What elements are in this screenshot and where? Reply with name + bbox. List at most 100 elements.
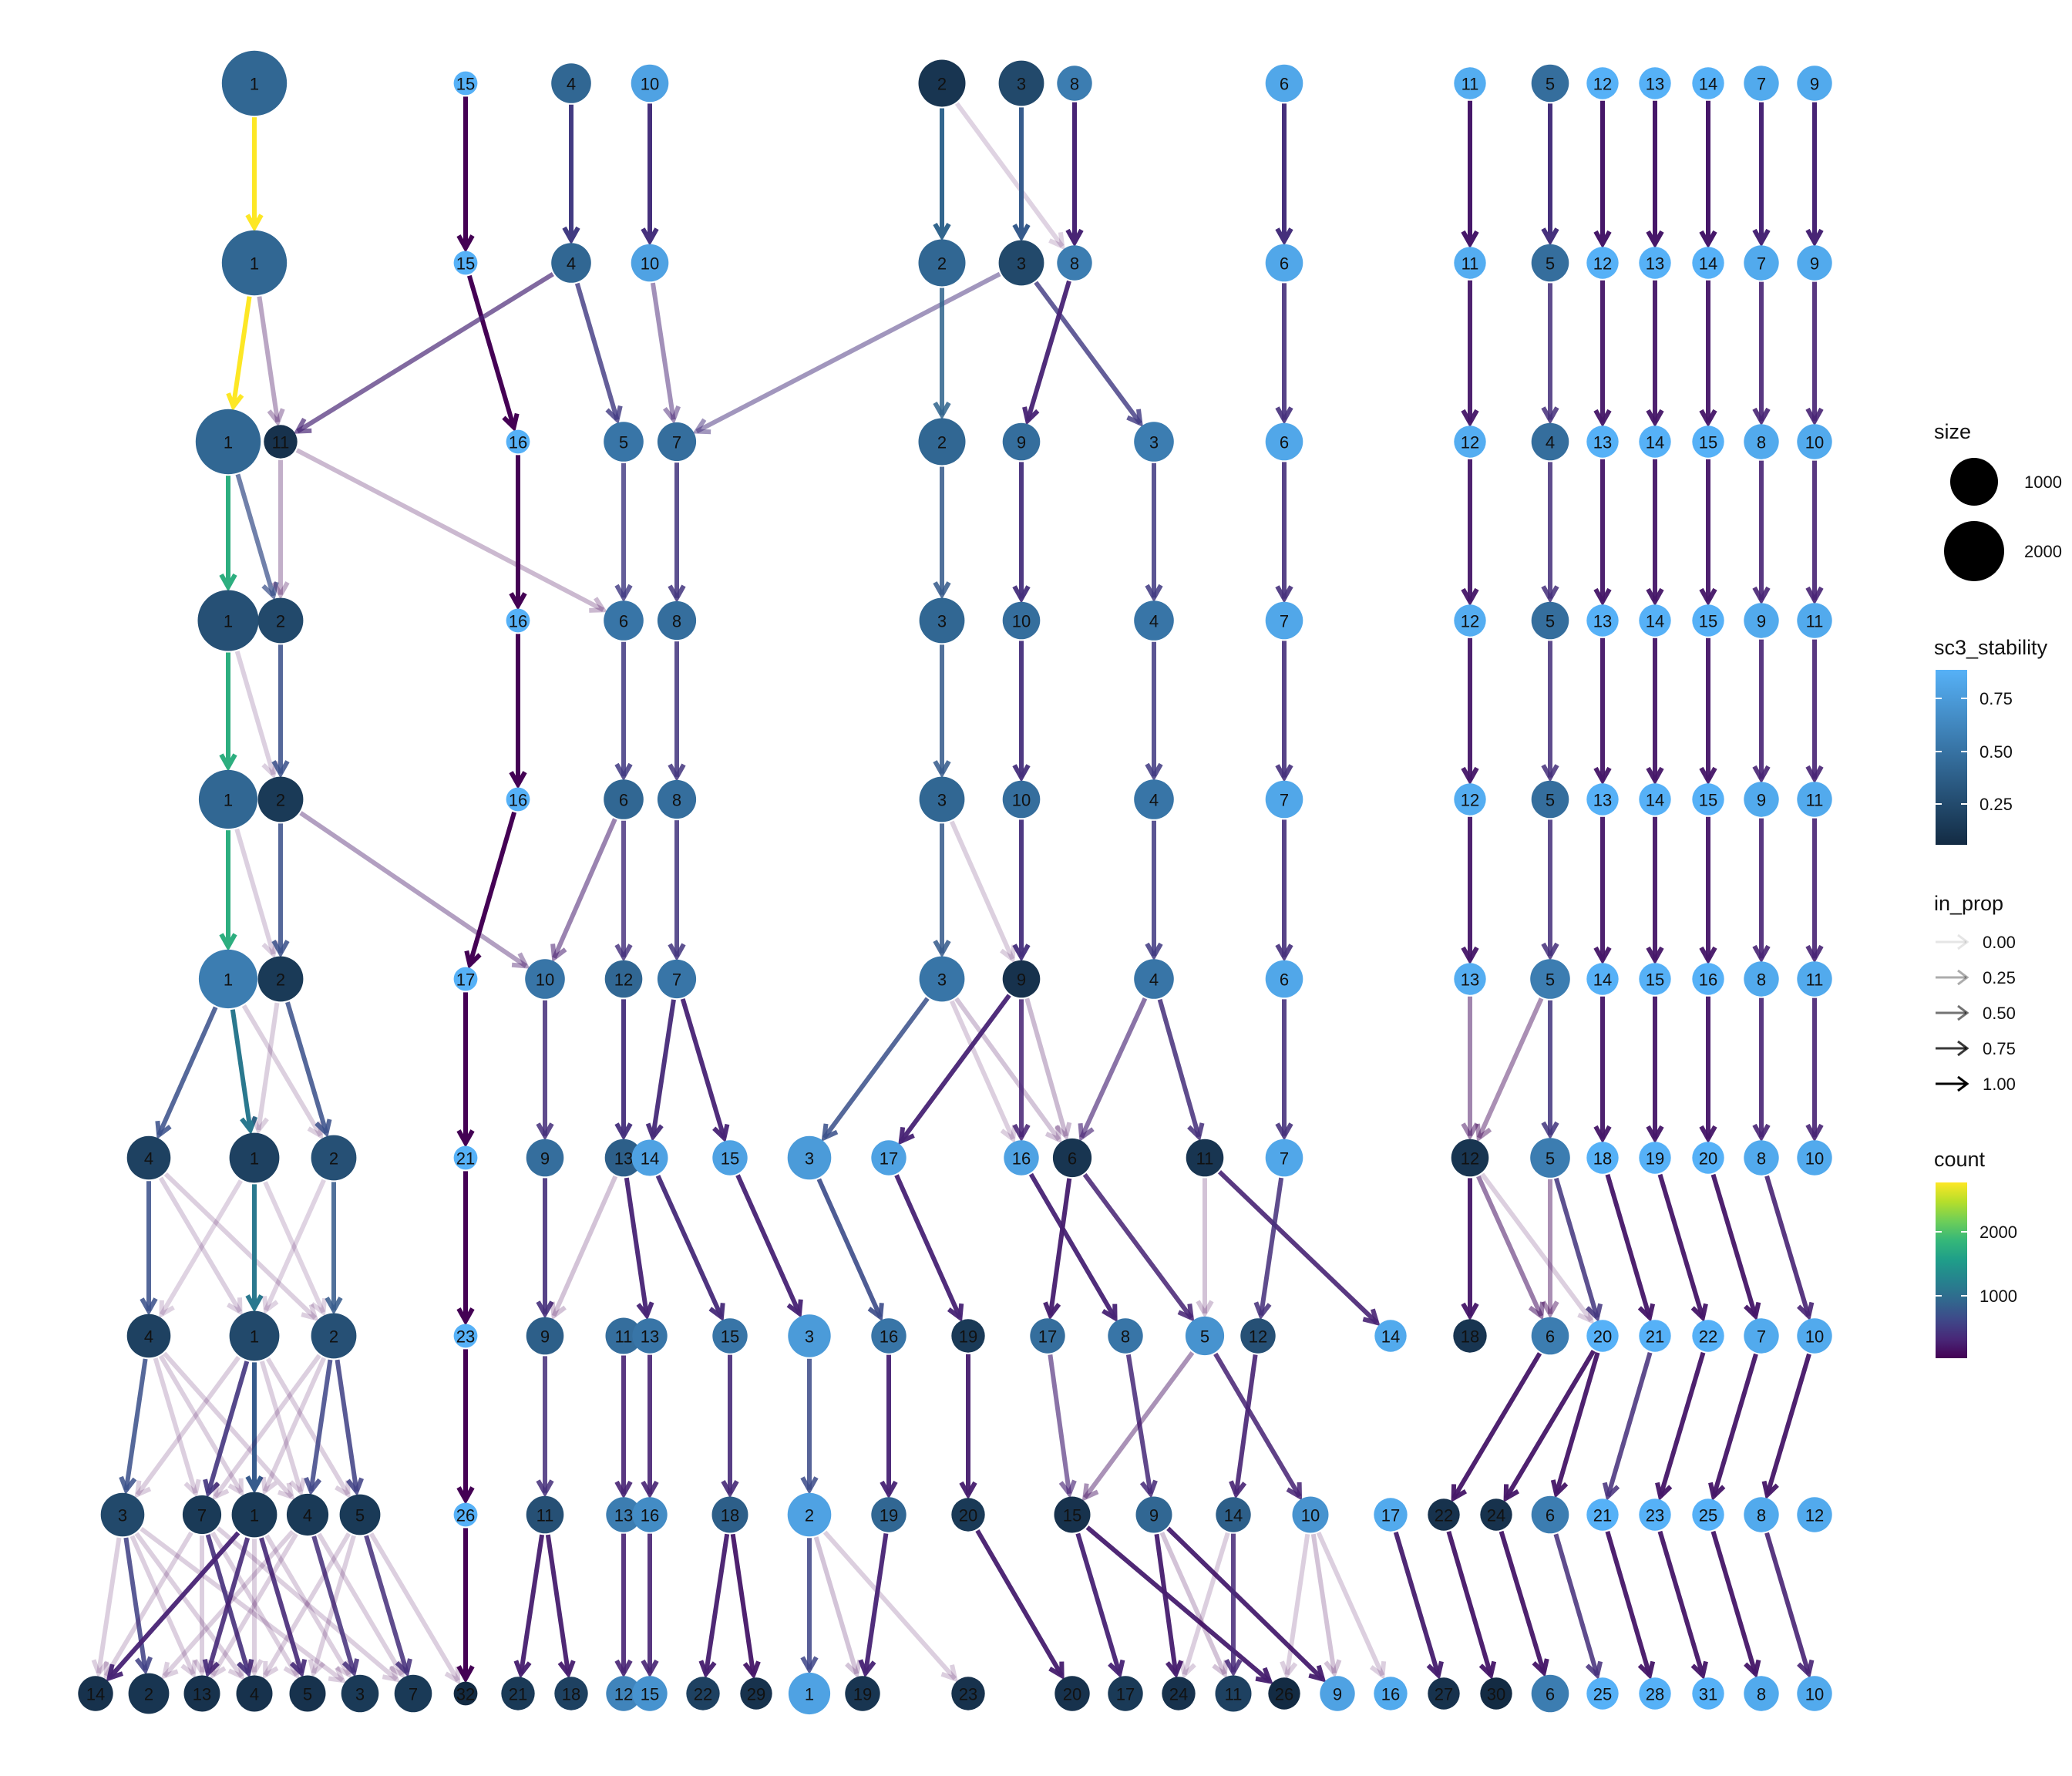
cluster-node: 5 bbox=[1531, 244, 1569, 282]
cluster-node-label: 2 bbox=[276, 612, 285, 631]
edge bbox=[1764, 1175, 1811, 1317]
cluster-node-circle bbox=[918, 239, 966, 287]
cluster-node-label: 2 bbox=[329, 1327, 338, 1347]
edge bbox=[467, 811, 517, 966]
cluster-node: 25 bbox=[1692, 1498, 1724, 1531]
edge-arrowhead bbox=[119, 1475, 137, 1495]
stability-tick-label: 0.25 bbox=[1980, 795, 2013, 814]
cluster-node: 2 bbox=[787, 1492, 832, 1537]
cluster-node-label: 6 bbox=[1546, 1327, 1555, 1347]
cluster-node-label: 10 bbox=[1805, 1327, 1824, 1347]
cluster-node-label: 19 bbox=[853, 1685, 872, 1704]
cluster-node-label: 13 bbox=[1646, 254, 1664, 274]
cluster-node-circle bbox=[453, 71, 478, 96]
cluster-node-label: 19 bbox=[1646, 1149, 1664, 1169]
edge-arrowhead bbox=[509, 592, 527, 610]
cluster-node: 2 bbox=[128, 1673, 170, 1714]
cluster-node-circle bbox=[1639, 426, 1671, 458]
cluster-node: 6 bbox=[1531, 1495, 1569, 1534]
edge bbox=[1284, 1533, 1310, 1675]
edge bbox=[263, 1532, 352, 1677]
cluster-node: 19 bbox=[951, 1319, 985, 1353]
edge-arrowhead bbox=[1196, 1300, 1214, 1319]
cluster-node-circle bbox=[453, 1324, 478, 1348]
edge-arrowhead bbox=[641, 227, 659, 246]
cluster-node-circle bbox=[1265, 960, 1303, 998]
cluster-node: 11 bbox=[1454, 67, 1486, 99]
edge-arrowhead bbox=[641, 1480, 659, 1499]
edge-arrowhead bbox=[614, 762, 633, 782]
cluster-node-circle bbox=[1531, 244, 1569, 282]
cluster-node: 12 bbox=[1240, 1318, 1276, 1354]
edge-arrowhead bbox=[1044, 1125, 1062, 1144]
edge-arrowhead bbox=[933, 402, 951, 420]
cluster-node-circle bbox=[1265, 1139, 1303, 1177]
edge-arrowhead bbox=[106, 1663, 124, 1682]
cluster-node: 13 bbox=[606, 1497, 641, 1532]
edge bbox=[1310, 1533, 1337, 1674]
cluster-node-circle bbox=[1240, 1318, 1276, 1354]
edge-arrowhead bbox=[933, 760, 951, 779]
cluster-node-label: 4 bbox=[144, 1149, 153, 1169]
edge-arrowhead bbox=[1541, 406, 1559, 425]
edge bbox=[1711, 1353, 1758, 1498]
size-legend-title: size bbox=[1934, 420, 1971, 443]
edge bbox=[235, 473, 276, 597]
edge bbox=[1125, 1354, 1153, 1495]
cluster-node: 7 bbox=[1265, 601, 1303, 640]
cluster-node-circle bbox=[1531, 1495, 1569, 1534]
cluster-node-label: 14 bbox=[1224, 1506, 1243, 1525]
edge-arrowhead bbox=[502, 412, 520, 432]
cluster-node-circle bbox=[1454, 426, 1486, 458]
edge-arrowhead bbox=[226, 392, 244, 412]
cluster-node-circle bbox=[1586, 1142, 1619, 1174]
cluster-node-circle bbox=[1454, 67, 1486, 99]
cluster-node: 23 bbox=[951, 1677, 985, 1710]
cluster-node-label: 9 bbox=[540, 1327, 550, 1347]
edge-arrowhead bbox=[1145, 942, 1163, 961]
cluster-node-label: 4 bbox=[567, 254, 576, 274]
cluster-node: 2 bbox=[311, 1135, 357, 1181]
cluster-node-label: 18 bbox=[1461, 1327, 1479, 1347]
edge-arrowhead bbox=[240, 1115, 258, 1135]
edge-arrowhead bbox=[1593, 587, 1612, 607]
cluster-node-label: 6 bbox=[1280, 254, 1289, 274]
edge-arrowhead bbox=[1275, 585, 1293, 604]
cluster-node: 16 bbox=[506, 429, 530, 454]
cluster-node: 8 bbox=[1744, 424, 1779, 459]
cluster-node: 4 bbox=[1134, 959, 1174, 999]
cluster-node-label: 20 bbox=[959, 1506, 977, 1525]
edge-arrowhead bbox=[1461, 409, 1479, 428]
edge bbox=[308, 1359, 333, 1492]
cluster-node: 23 bbox=[453, 1324, 478, 1348]
inprop-key-arrowhead bbox=[1957, 933, 1969, 950]
edge bbox=[210, 1531, 299, 1677]
cluster-node: 5 bbox=[289, 1675, 326, 1712]
cluster-node-label: 8 bbox=[1757, 970, 1766, 990]
cluster-node-circle bbox=[1639, 783, 1671, 816]
cluster-node-circle bbox=[1692, 426, 1724, 458]
cluster-node-circle bbox=[339, 1494, 381, 1536]
cluster-node-circle bbox=[788, 1672, 831, 1715]
edge-arrowhead bbox=[456, 1665, 475, 1684]
cluster-node-label: 16 bbox=[641, 1506, 659, 1525]
edge-arrowhead bbox=[821, 1123, 839, 1142]
cluster-node-circle bbox=[453, 1502, 478, 1527]
cluster-node: 5 bbox=[1185, 1316, 1225, 1356]
cluster-node-label: 2 bbox=[937, 433, 947, 452]
edge-arrowhead bbox=[1048, 1661, 1065, 1680]
cluster-node-circle bbox=[1639, 1498, 1671, 1531]
edge bbox=[1048, 1178, 1072, 1316]
cluster-node-circle bbox=[1692, 247, 1724, 279]
edge bbox=[1606, 1351, 1653, 1498]
edge-arrowhead bbox=[1165, 1660, 1184, 1679]
cluster-node-circle bbox=[1453, 1319, 1487, 1353]
cluster-node: 11 bbox=[1215, 1675, 1252, 1712]
cluster-node-circle bbox=[1454, 963, 1486, 995]
size-key-small bbox=[1950, 458, 1998, 506]
edge-arrowhead bbox=[1043, 1301, 1061, 1320]
cluster-node: 7 bbox=[1744, 245, 1779, 281]
edge bbox=[1085, 1525, 1272, 1684]
cluster-node: 24 bbox=[1162, 1677, 1196, 1710]
cluster-node-label: 14 bbox=[86, 1685, 105, 1704]
